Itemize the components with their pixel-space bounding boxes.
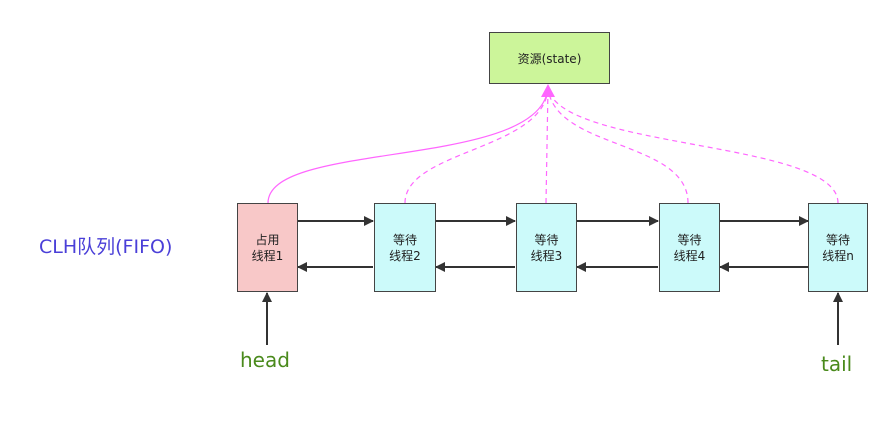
node-thread-name: 线程2 [389, 248, 421, 263]
node-thread-name: 线程4 [673, 248, 706, 263]
node-status: 等待 [534, 232, 559, 247]
queue-label: CLH队列(FIFO) [39, 236, 173, 258]
node-status: 等待 [392, 232, 417, 247]
tail-label: tail [821, 352, 853, 376]
node-thread3: 等待 线程3 [516, 203, 577, 292]
wait-link-thread3 [545, 87, 549, 204]
node-thread4: 等待 线程4 [659, 203, 720, 292]
node-status: 占用 [255, 232, 280, 247]
node-status: 等待 [825, 232, 850, 247]
occupy-link-thread1 [267, 87, 549, 204]
node-thread2: 等待 线程2 [374, 203, 436, 292]
resource-label: 资源(state) [517, 51, 582, 66]
node-thread-name: 线程3 [530, 248, 563, 263]
node-thread-name: 线程n [822, 248, 854, 263]
resource-arrowhead [541, 84, 555, 97]
wait-link-threadn [547, 87, 839, 204]
node-thread-name: 线程1 [251, 248, 284, 263]
node-status: 等待 [677, 232, 702, 247]
node-thread1: 占用 线程1 [237, 203, 298, 292]
wait-link-thread2 [404, 87, 549, 204]
head-label: head [240, 348, 290, 372]
wait-link-thread4 [547, 87, 689, 204]
node-threadn: 等待 线程n [808, 203, 868, 292]
resource-state-box: 资源(state) [489, 32, 610, 84]
